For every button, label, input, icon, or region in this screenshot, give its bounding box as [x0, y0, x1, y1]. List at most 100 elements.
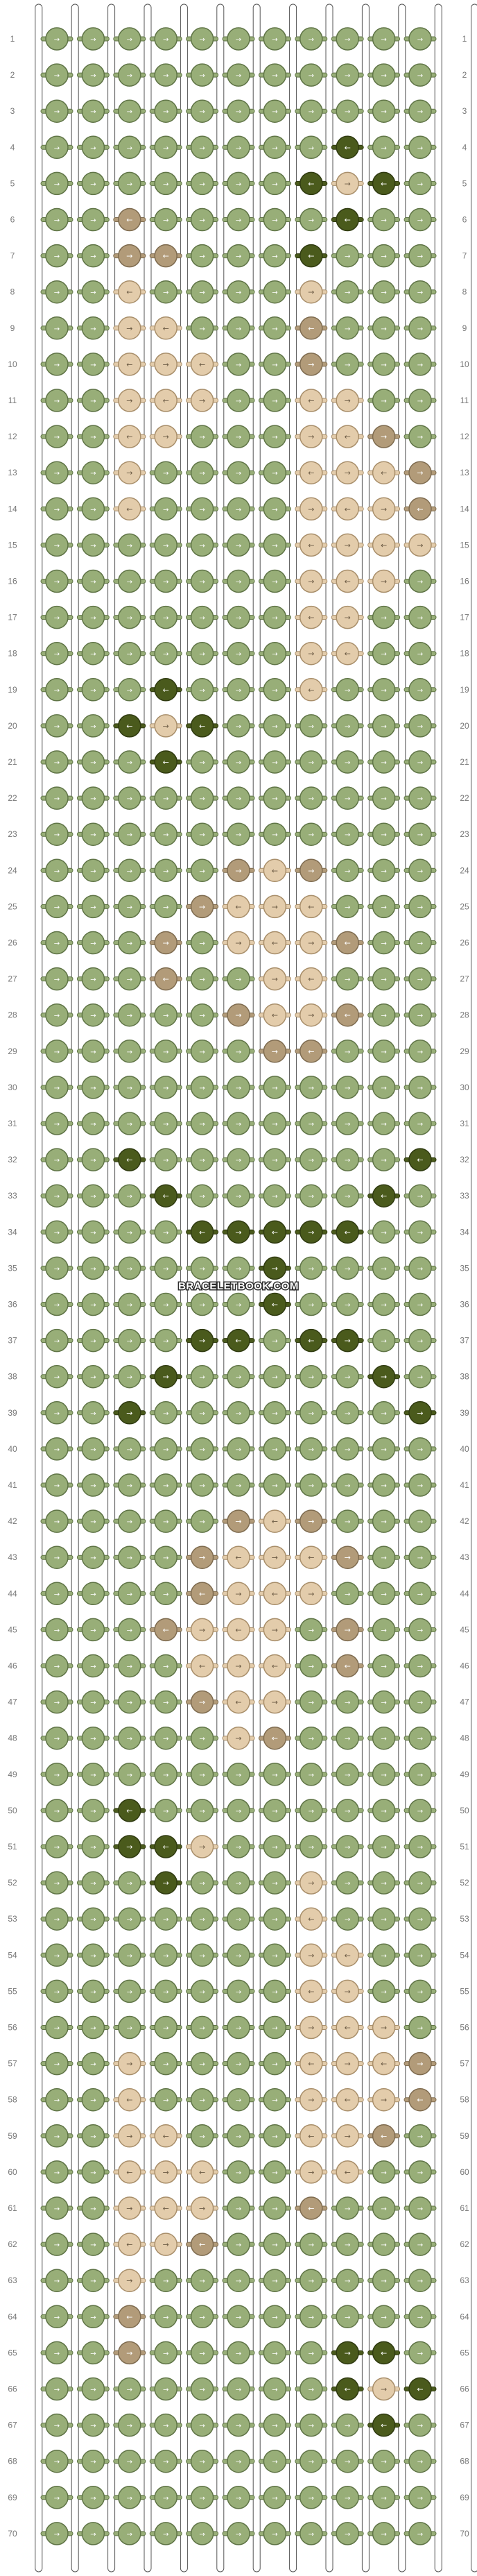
knot: →	[258, 1690, 291, 1714]
svg-text:→: →	[163, 217, 168, 225]
knot: →	[113, 1437, 146, 1461]
svg-text:→: →	[417, 2278, 423, 2285]
knot: →	[76, 2269, 110, 2292]
knot: →	[76, 1509, 110, 1533]
svg-text:→: →	[381, 108, 386, 116]
svg-text:→: →	[345, 2531, 350, 2539]
row-number-right: 57	[460, 2059, 469, 2069]
svg-text:←: ←	[199, 1589, 205, 1598]
knot: →	[222, 497, 255, 521]
svg-text:→: →	[417, 36, 423, 44]
knot: ←	[295, 1545, 328, 1569]
svg-text:→: →	[381, 36, 386, 44]
row-number-left: 29	[8, 1046, 17, 1056]
svg-text:←: ←	[308, 541, 314, 550]
row-number-right: 13	[460, 468, 469, 477]
svg-text:→: →	[54, 2242, 60, 2249]
svg-text:→: →	[127, 615, 132, 622]
knot: →	[258, 569, 291, 593]
svg-text:→: →	[417, 1049, 423, 1056]
row-number-left: 39	[8, 1408, 17, 1418]
knot: →	[76, 569, 110, 593]
svg-text:→: →	[90, 180, 96, 188]
row-number-left: 34	[8, 1227, 17, 1237]
row-number-left: 30	[8, 1083, 17, 1092]
svg-text:→: →	[272, 579, 277, 586]
svg-text:→: →	[199, 506, 205, 514]
knot: →	[404, 967, 437, 991]
svg-text:←: ←	[199, 2168, 205, 2177]
svg-text:→: →	[381, 2385, 387, 2394]
knot: →	[113, 135, 146, 160]
svg-text:→: →	[90, 325, 96, 333]
knot: →	[40, 27, 73, 51]
svg-text:→: →	[417, 1591, 423, 1598]
knot: →	[186, 425, 219, 448]
knot: →	[40, 244, 73, 268]
knot: →	[76, 2486, 110, 2509]
knot: →	[222, 2522, 255, 2545]
knot: →	[149, 1690, 182, 1714]
svg-text:→: →	[54, 1518, 60, 1526]
knot: ←	[258, 1726, 291, 1750]
svg-text:→: →	[417, 2459, 423, 2466]
knot: →	[331, 1907, 364, 1931]
svg-text:→: →	[345, 72, 350, 80]
svg-text:→: →	[163, 1410, 168, 1418]
svg-text:→: →	[272, 1880, 277, 1888]
svg-text:→: →	[309, 1808, 314, 1815]
knot: →	[186, 569, 219, 593]
svg-text:→: →	[90, 434, 96, 441]
svg-text:→: →	[54, 831, 60, 839]
row-number-left: 58	[8, 2095, 17, 2105]
svg-text:→: →	[199, 2531, 205, 2539]
svg-text:→: →	[272, 1625, 278, 1634]
svg-text:→: →	[417, 867, 423, 875]
knot: →	[149, 822, 182, 846]
svg-text:→: →	[381, 2459, 386, 2466]
svg-text:→: →	[345, 1121, 350, 1128]
svg-text:→: →	[309, 2242, 314, 2249]
knot: ←	[113, 207, 146, 232]
knot: ←	[295, 533, 328, 557]
knot: →	[367, 967, 401, 991]
svg-text:→: →	[272, 1988, 277, 1996]
svg-text:→: →	[126, 324, 132, 333]
knot: →	[76, 605, 110, 629]
knot: →	[367, 1401, 401, 1425]
svg-text:→: →	[345, 1085, 350, 1092]
knot: →	[40, 316, 73, 340]
knot: →	[367, 858, 401, 883]
svg-text:→: →	[308, 1011, 314, 1020]
knot: →	[404, 1943, 437, 1967]
knot: →	[404, 1437, 437, 1461]
svg-text:←: ←	[163, 758, 169, 767]
row-number-left: 21	[8, 757, 17, 767]
svg-text:→: →	[345, 976, 350, 984]
knot: →	[222, 1582, 255, 1606]
svg-text:→: →	[381, 1518, 386, 1526]
knot: →	[331, 786, 364, 810]
row-number-left: 57	[8, 2059, 17, 2069]
svg-text:→: →	[90, 579, 96, 586]
svg-text:→: →	[236, 1302, 241, 1310]
svg-text:→: →	[163, 904, 168, 911]
svg-text:→: →	[127, 904, 132, 911]
svg-text:→: →	[126, 468, 132, 477]
knot: ←	[149, 389, 182, 412]
knot: →	[149, 2341, 182, 2365]
knot: →	[258, 2051, 291, 2076]
knot: →	[76, 2413, 110, 2437]
knot: →	[295, 1943, 328, 1967]
svg-text:→: →	[163, 1085, 168, 1092]
knot: →	[222, 1654, 255, 1678]
knot: →	[113, 2522, 146, 2545]
knot: →	[404, 353, 437, 376]
knot: →	[258, 533, 291, 557]
knot: →	[331, 2341, 364, 2365]
svg-text:→: →	[90, 1554, 96, 1562]
knot: →	[295, 207, 328, 232]
svg-text:→: →	[381, 831, 386, 839]
knot: →	[186, 858, 219, 883]
knot: →	[186, 895, 219, 919]
